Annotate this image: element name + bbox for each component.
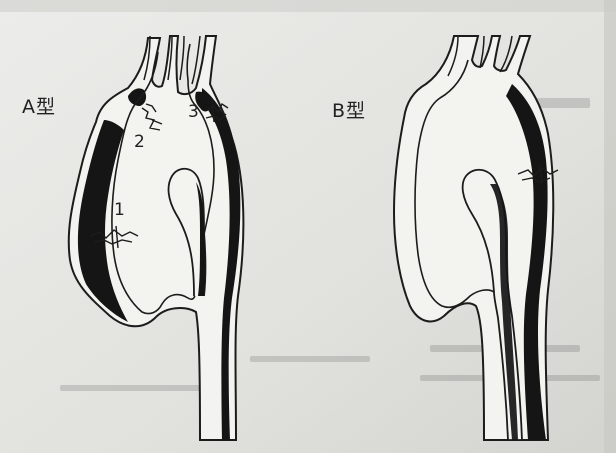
tear-label-1: 1 — [114, 200, 125, 220]
right-shadow — [604, 0, 616, 453]
type-b-label: B型 — [332, 96, 366, 123]
tear-label-3: 3 — [188, 102, 199, 122]
type-a-label: A型 — [22, 92, 56, 119]
tear-label-2: 2 — [134, 132, 145, 152]
top-shadow — [0, 0, 616, 12]
